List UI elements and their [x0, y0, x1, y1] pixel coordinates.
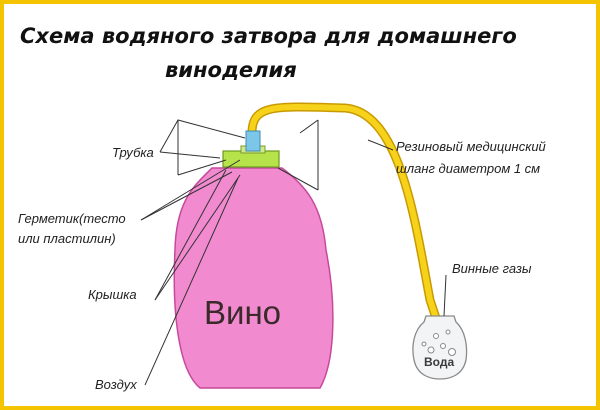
- tube-leader: [159, 119, 246, 153]
- label-hose-line2: шланг диаметром 1 см: [396, 161, 541, 176]
- water-jar: [412, 315, 468, 380]
- wine-bottle: [173, 167, 334, 389]
- diagram-title-line2: виноделия: [165, 58, 297, 82]
- rubber-hose-core: [249, 103, 439, 321]
- label-water: Вода: [424, 355, 455, 369]
- label-sealant-line2: или пластилин): [18, 231, 116, 246]
- label-tube: Трубка: [112, 145, 154, 160]
- label-air: Воздух: [95, 377, 137, 392]
- diagram-title-line1: Схема водяного затвора для домашнего: [20, 24, 517, 48]
- gas-bubbles: [421, 329, 456, 356]
- label-hose-line1: Резиновый медицинский: [396, 139, 546, 154]
- tube: [245, 130, 261, 152]
- leader-lines: [140, 119, 447, 386]
- label-sealant-line1: Герметик(тесто: [18, 211, 126, 226]
- label-wine: Вино: [204, 294, 282, 331]
- label-wine-gases: Винные газы: [452, 261, 532, 276]
- label-lid: Крышка: [88, 287, 137, 302]
